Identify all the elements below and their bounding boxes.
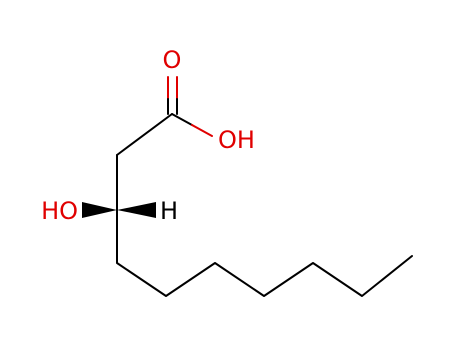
carbon-skeleton (116, 113, 413, 297)
hydroxyl-label: HO (41, 197, 78, 225)
wedge-bond-to-hydroxyl (82, 202, 117, 218)
carboxyl-oh-bond (171, 113, 213, 137)
wedge-bond-to-hydrogen (117, 202, 156, 218)
carboxyl-oh-bond-black (171, 113, 193, 126)
carbonyl-oxygen-label: O (163, 46, 182, 74)
alkyl-chain (116, 209, 413, 297)
carbonyl-double-bond (167, 76, 178, 115)
stereocenter-hydrogen-label: H (160, 197, 178, 225)
carboxyl-oh-bond-red (191, 124, 213, 137)
bond-c1-c2 (116, 113, 173, 156)
carboxyl-hydroxyl-label: OH (218, 126, 255, 154)
